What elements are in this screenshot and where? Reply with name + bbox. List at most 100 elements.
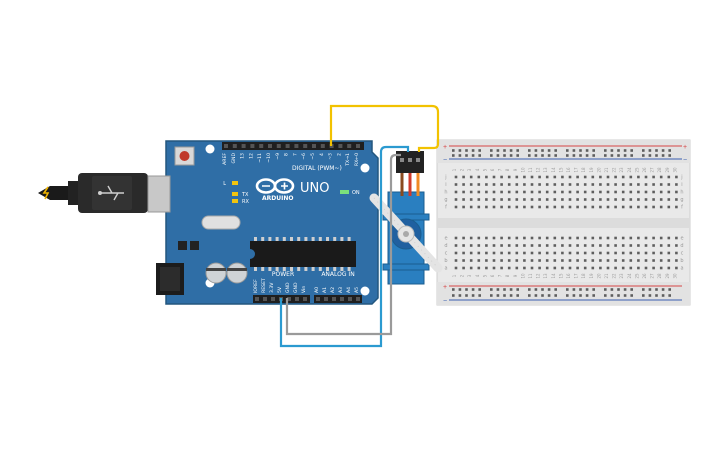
breadboard-hole[interactable] bbox=[644, 266, 648, 270]
breadboard-hole[interactable] bbox=[599, 183, 602, 186]
rail-hole[interactable] bbox=[452, 288, 455, 291]
rail-hole[interactable] bbox=[547, 149, 551, 152]
rail-hole[interactable] bbox=[541, 154, 544, 157]
breadboard-hole[interactable] bbox=[652, 183, 655, 186]
breadboard-hole[interactable] bbox=[515, 259, 519, 262]
breadboard-hole[interactable] bbox=[652, 190, 655, 194]
header-pin-hole[interactable] bbox=[232, 144, 237, 148]
breadboard-hole[interactable] bbox=[576, 190, 579, 194]
breadboard-hole[interactable] bbox=[454, 236, 458, 240]
rail-hole[interactable] bbox=[668, 154, 671, 157]
breadboard-hole[interactable] bbox=[515, 251, 519, 255]
breadboard-hole[interactable] bbox=[553, 205, 557, 209]
rail-hole[interactable] bbox=[630, 294, 633, 297]
rail-hole[interactable] bbox=[534, 149, 538, 152]
rail-hole[interactable] bbox=[655, 288, 658, 291]
breadboard-hole[interactable] bbox=[652, 251, 655, 255]
rail-hole[interactable] bbox=[490, 154, 493, 157]
breadboard-hole[interactable] bbox=[462, 175, 465, 179]
breadboard-hole[interactable] bbox=[614, 259, 617, 262]
breadboard-hole[interactable] bbox=[629, 183, 633, 186]
breadboard-hole[interactable] bbox=[629, 251, 633, 255]
rail-hole[interactable] bbox=[458, 288, 462, 291]
header-pin-hole[interactable] bbox=[241, 144, 246, 148]
breadboard-hole[interactable] bbox=[462, 266, 465, 270]
rail-hole[interactable] bbox=[648, 149, 652, 152]
breadboard-hole[interactable] bbox=[576, 175, 579, 179]
breadboard-hole[interactable] bbox=[530, 190, 534, 194]
breadboard-hole[interactable] bbox=[462, 183, 465, 186]
breadboard[interactable]: + − + − + − 1122334455667788991010111112… bbox=[436, 139, 691, 306]
rail-hole[interactable] bbox=[509, 288, 513, 291]
rail-hole[interactable] bbox=[623, 149, 627, 152]
breadboard-hole[interactable] bbox=[469, 190, 473, 194]
rail-hole[interactable] bbox=[541, 288, 544, 291]
breadboard-hole[interactable] bbox=[477, 183, 481, 186]
rail-hole[interactable] bbox=[610, 149, 614, 152]
rail-hole[interactable] bbox=[610, 154, 614, 157]
breadboard-hole[interactable] bbox=[606, 244, 610, 247]
breadboard-hole[interactable] bbox=[492, 183, 496, 186]
breadboard-hole[interactable] bbox=[545, 236, 549, 240]
breadboard-hole[interactable] bbox=[583, 236, 587, 240]
breadboard-hole[interactable] bbox=[523, 244, 526, 247]
breadboard-hole[interactable] bbox=[675, 259, 678, 262]
breadboard-hole[interactable] bbox=[530, 259, 534, 262]
breadboard-hole[interactable] bbox=[454, 244, 458, 247]
rail-hole[interactable] bbox=[572, 149, 576, 152]
breadboard-hole[interactable] bbox=[462, 198, 465, 201]
header-pin-hole[interactable] bbox=[224, 144, 228, 148]
rail-hole[interactable] bbox=[661, 294, 665, 297]
rail-hole[interactable] bbox=[528, 149, 531, 152]
breadboard-hole[interactable] bbox=[515, 266, 519, 270]
rail-hole[interactable] bbox=[610, 294, 614, 297]
breadboard-hole[interactable] bbox=[629, 190, 633, 194]
rail-hole[interactable] bbox=[509, 149, 513, 152]
rail-hole[interactable] bbox=[661, 149, 665, 152]
header-pin-hole[interactable] bbox=[287, 297, 291, 301]
breadboard-hole[interactable] bbox=[637, 205, 640, 209]
breadboard-hole[interactable] bbox=[500, 251, 503, 255]
rail-hole[interactable] bbox=[579, 294, 582, 297]
header-pin-hole[interactable] bbox=[312, 144, 316, 148]
breadboard-hole[interactable] bbox=[644, 190, 648, 194]
breadboard-hole[interactable] bbox=[469, 175, 473, 179]
rail-hole[interactable] bbox=[661, 288, 665, 291]
rail-hole[interactable] bbox=[554, 288, 557, 291]
breadboard-hole[interactable] bbox=[515, 175, 519, 179]
breadboard-hole[interactable] bbox=[454, 259, 458, 262]
breadboard-hole[interactable] bbox=[454, 198, 458, 201]
breadboard-hole[interactable] bbox=[538, 198, 541, 201]
breadboard-hole[interactable] bbox=[667, 175, 671, 179]
breadboard-hole[interactable] bbox=[583, 183, 587, 186]
breadboard-hole[interactable] bbox=[606, 259, 610, 262]
rail-hole[interactable] bbox=[534, 294, 538, 297]
breadboard-hole[interactable] bbox=[583, 205, 587, 209]
breadboard-hole[interactable] bbox=[545, 251, 549, 255]
header-pin-hole[interactable] bbox=[255, 297, 259, 301]
rail-hole[interactable] bbox=[554, 294, 557, 297]
rail-hole[interactable] bbox=[617, 288, 620, 291]
breadboard-hole[interactable] bbox=[530, 266, 534, 270]
breadboard-hole[interactable] bbox=[523, 259, 526, 262]
breadboard-hole[interactable] bbox=[637, 236, 640, 240]
breadboard-hole[interactable] bbox=[621, 175, 625, 179]
header-pin-hole[interactable] bbox=[271, 297, 275, 301]
rail-hole[interactable] bbox=[585, 149, 589, 152]
breadboard-hole[interactable] bbox=[538, 244, 541, 247]
servo-horn[interactable] bbox=[369, 193, 443, 273]
breadboard-hole[interactable] bbox=[492, 190, 496, 194]
rail-hole[interactable] bbox=[668, 149, 671, 152]
breadboard-hole[interactable] bbox=[568, 266, 572, 270]
rail-hole[interactable] bbox=[566, 294, 569, 297]
header-pin-hole[interactable] bbox=[276, 144, 281, 148]
breadboard-hole[interactable] bbox=[492, 259, 496, 262]
rail-hole[interactable] bbox=[478, 154, 481, 157]
rail-hole[interactable] bbox=[471, 149, 475, 152]
rail-hole[interactable] bbox=[572, 294, 576, 297]
breadboard-hole[interactable] bbox=[576, 183, 579, 186]
breadboard-hole[interactable] bbox=[637, 198, 640, 201]
breadboard-hole[interactable] bbox=[538, 190, 541, 194]
breadboard-hole[interactable] bbox=[507, 236, 511, 240]
breadboard-hole[interactable] bbox=[568, 205, 572, 209]
